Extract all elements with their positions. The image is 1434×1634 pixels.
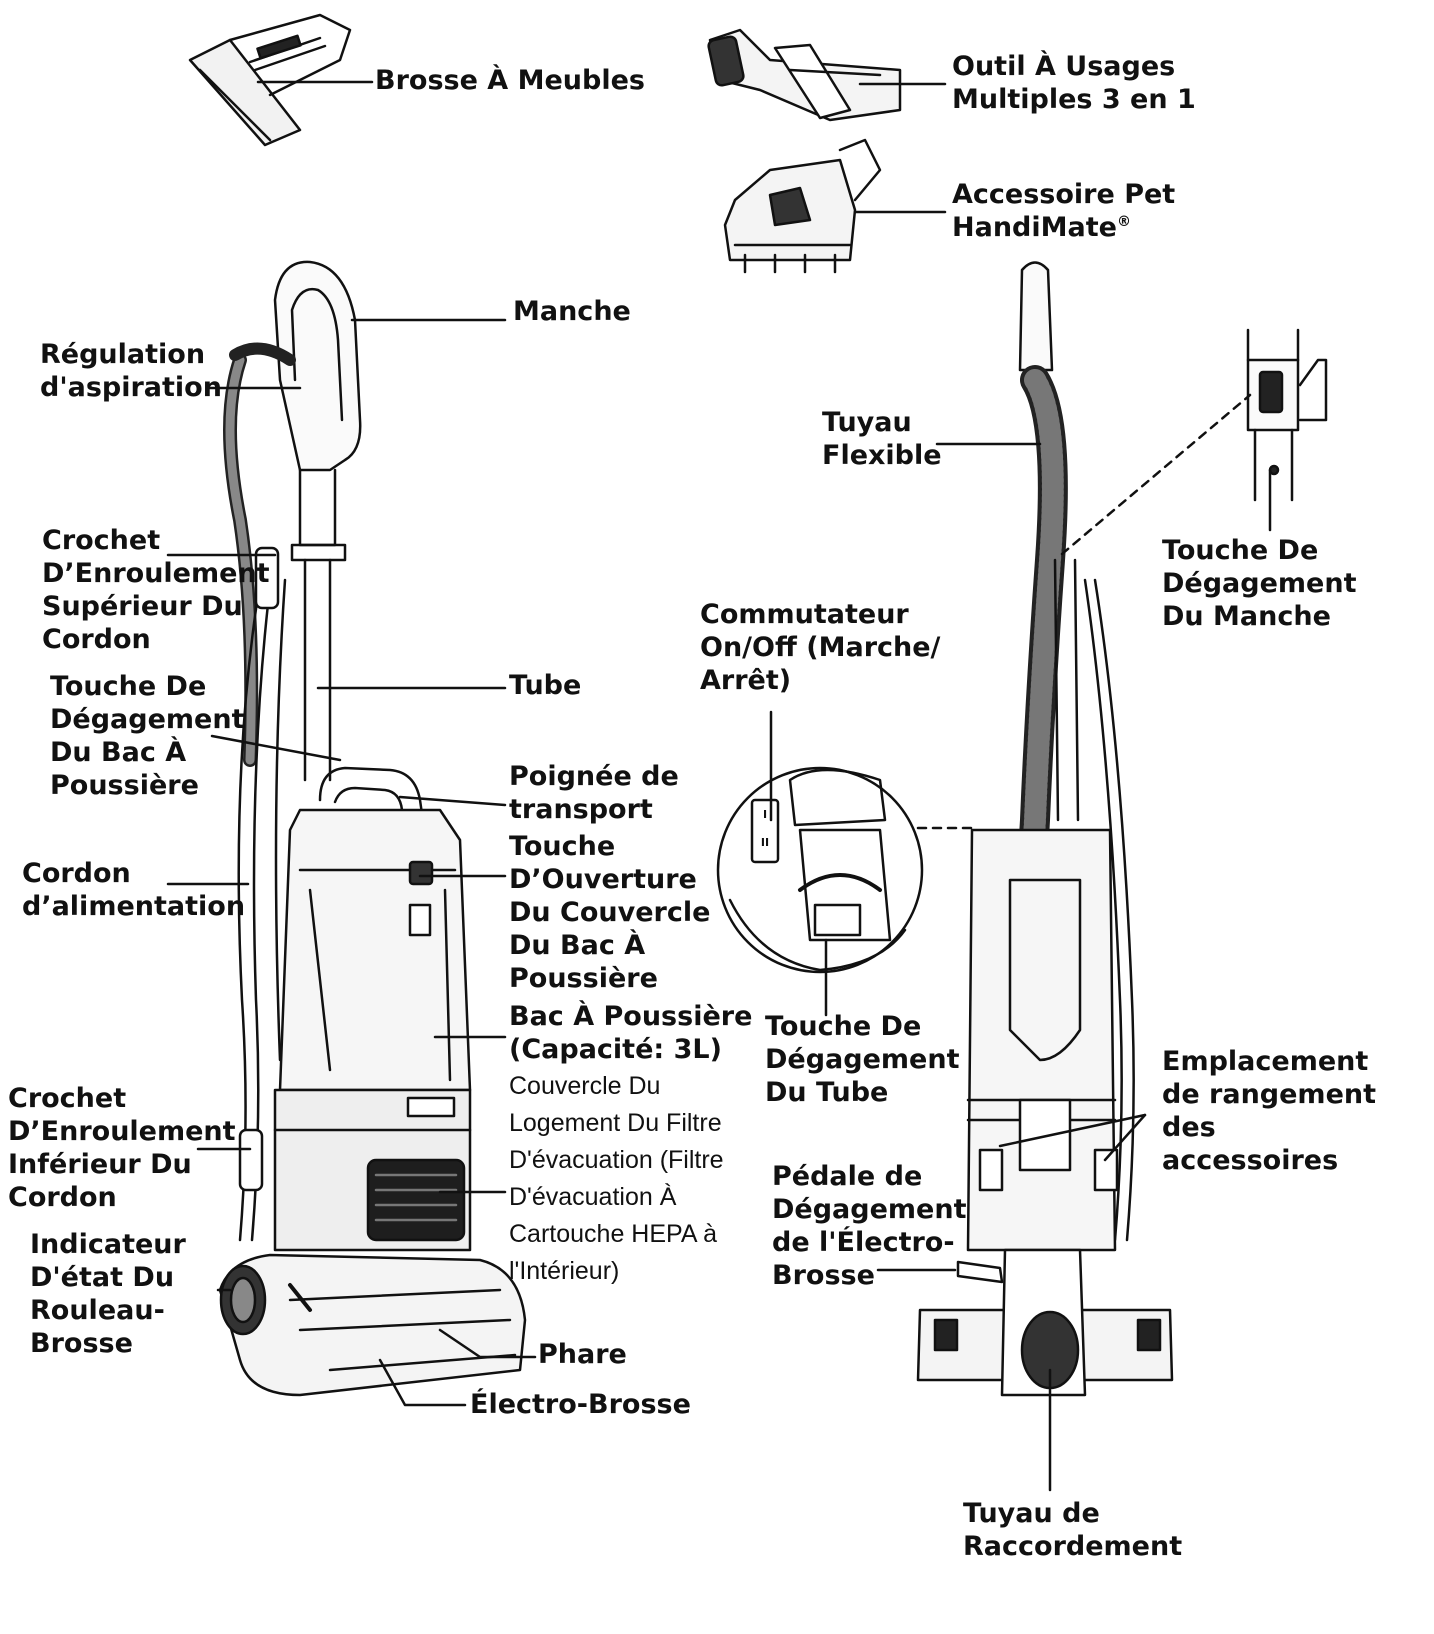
label-brush-release-pedal: Pédale de Dégagement de l'Électro- Bross…	[772, 1161, 967, 1291]
label-pet-tool: Accessoire Pet HandiMate®	[952, 178, 1175, 244]
on-off-switch-marks: I II	[759, 808, 771, 850]
label-multi-tool: Outil À Usages Multiples 3 en 1	[952, 51, 1196, 115]
label-tube-release: Touche De Dégagement Du Tube	[765, 1011, 960, 1108]
label-connection-hose: Tuyau de Raccordement	[963, 1498, 1183, 1562]
label-power-cord: Cordon d’alimentation	[22, 858, 246, 922]
label-handle-release: Touche De Dégagement Du Manche	[1162, 535, 1357, 632]
label-dust-bin: Bac À Poussière (Capacité: 3L)	[509, 1001, 753, 1065]
leader-lines	[166, 80, 1272, 1492]
label-carry-handle: Poignée de transport	[509, 761, 679, 825]
front-vacuum-drawing	[218, 260, 527, 1397]
label-flexible-hose: Tuyau Flexible	[822, 407, 942, 471]
label-furniture-brush: Brosse À Meubles	[375, 65, 645, 96]
label-power-brush: Électro-Brosse	[470, 1389, 691, 1420]
side-vacuum-drawing	[716, 261, 1328, 1397]
label-pet-tool-text: Accessoire Pet HandiMate	[952, 179, 1176, 243]
label-headlight: Phare	[538, 1339, 627, 1370]
label-dust-bin-release: Touche De Dégagement Du Bac À Poussière	[50, 671, 245, 801]
pet-tool-drawing	[723, 138, 882, 274]
label-tube: Tube	[509, 670, 582, 701]
furniture-brush-drawing	[188, 13, 352, 147]
label-upper-cord-hook: Crochet D’Enroulement Supérieur Du Cordo…	[42, 525, 270, 655]
label-suction-control: Régulation d'aspiration	[40, 339, 222, 403]
label-accessory-storage: Emplacement de rangement des accessoires	[1162, 1046, 1377, 1176]
switch-mark-off: II	[760, 836, 770, 849]
multi-tool-drawing	[707, 28, 902, 122]
label-bin-lid-open: Touche D’Ouverture Du Couvercle Du Bac À…	[509, 831, 711, 994]
label-brushroll-indicator: Indicateur D'état Du Rouleau- Brosse	[30, 1229, 186, 1359]
label-lower-cord-hook: Crochet D’Enroulement Inférieur Du Cordo…	[8, 1083, 236, 1213]
switch-mark-on: I	[762, 808, 768, 821]
label-on-off-switch: Commutateur On/Off (Marche/ Arrêt)	[700, 599, 941, 696]
label-exhaust-filter-cover: Couvercle Du Logement Du Filtre D'évacua…	[509, 1072, 724, 1285]
label-handle: Manche	[513, 296, 631, 327]
registered-mark: ®	[1116, 214, 1131, 230]
